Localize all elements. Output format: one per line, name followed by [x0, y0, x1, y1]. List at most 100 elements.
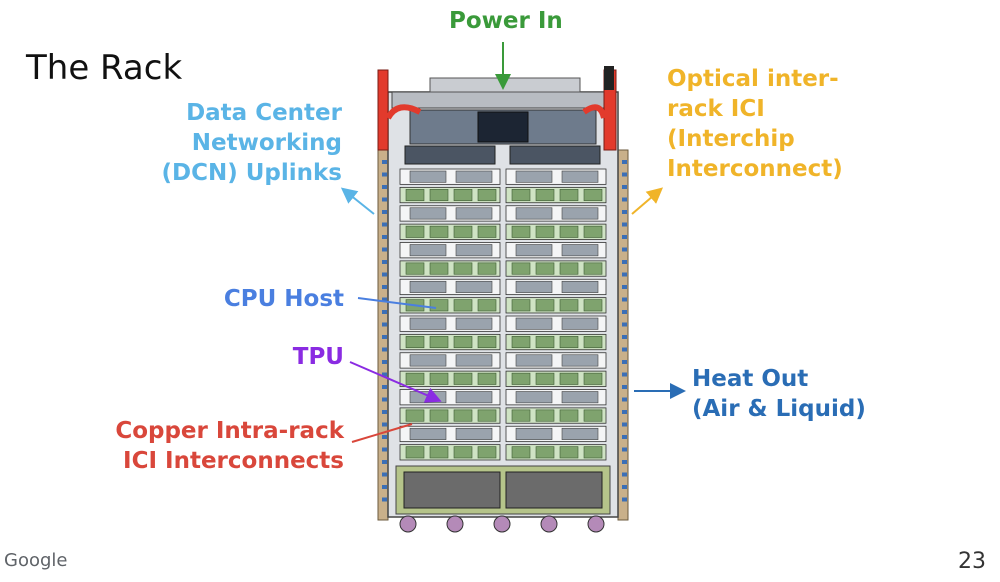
tpu-chip	[535, 372, 555, 385]
power-in-label: Power In	[449, 6, 563, 36]
side-connector	[622, 297, 627, 302]
caster-wheel	[493, 515, 511, 533]
side-connector	[382, 185, 387, 189]
tpu-chip	[583, 409, 603, 422]
side-connector	[622, 410, 627, 414]
tpu-chip	[477, 299, 497, 312]
optical-line: (Interchip	[667, 126, 795, 152]
host-port	[515, 317, 553, 330]
host-port	[515, 170, 553, 183]
tpu-chip	[477, 409, 497, 422]
side-connector	[382, 197, 387, 202]
tpu-tray	[399, 297, 501, 314]
heat-out-label: Heat Out(Air & Liquid)	[692, 364, 866, 424]
tpu-tray	[505, 297, 607, 314]
heat-out-line: Heat Out	[692, 366, 809, 392]
host-port	[561, 280, 599, 293]
tpu-chip	[453, 446, 473, 459]
tpu-chip	[559, 336, 579, 349]
tpu-tray	[399, 444, 501, 461]
left-red-cable	[385, 104, 422, 120]
side-connector	[382, 347, 387, 352]
tpu-chip	[511, 225, 531, 238]
tpu-tray	[505, 425, 607, 443]
page-number: 23	[958, 549, 986, 574]
tpu-tray	[505, 389, 607, 406]
tpu-chip	[559, 262, 579, 275]
tpu-chip	[453, 262, 473, 275]
network-switch	[477, 111, 529, 143]
tpu-chip	[405, 299, 425, 312]
side-connector	[382, 310, 387, 314]
cpu-host-line: CPU Host	[223, 286, 344, 312]
host-port	[409, 317, 447, 330]
tpu-chip	[477, 225, 497, 238]
host-port	[561, 354, 599, 367]
host-port	[455, 391, 493, 404]
side-connector	[382, 497, 387, 502]
tpu-chip	[477, 372, 497, 385]
dcn-line: (DCN) Uplinks	[161, 160, 342, 186]
tpu-chip	[583, 299, 603, 312]
side-connector	[382, 372, 387, 377]
side-connector	[622, 172, 627, 177]
side-connector	[382, 335, 387, 339]
tpu-chip	[429, 299, 449, 312]
tpu-tray	[505, 242, 607, 259]
side-connector	[382, 272, 387, 277]
tpu-tray	[505, 352, 607, 369]
tpu-chip	[535, 446, 555, 459]
tpu-tray	[505, 315, 607, 332]
tpu-chip	[511, 189, 531, 202]
tpu-chip	[559, 446, 579, 459]
side-connector	[622, 472, 627, 477]
side-connector	[382, 360, 387, 364]
tpu-chip	[535, 262, 555, 275]
tpu-chip	[405, 446, 425, 459]
tpu-chip	[405, 409, 425, 422]
tpu-tray	[505, 223, 607, 240]
side-connector	[382, 210, 387, 214]
side-connector	[622, 422, 627, 427]
caster-wheel	[540, 515, 558, 533]
tpu-chip	[511, 262, 531, 275]
side-connector	[622, 310, 627, 314]
side-connector	[382, 410, 387, 414]
side-connector	[622, 497, 627, 502]
tpu-chip	[511, 372, 531, 385]
side-connector	[622, 185, 627, 189]
side-connector	[382, 447, 387, 452]
host-port	[409, 391, 447, 404]
host-port	[515, 427, 553, 440]
tpu-chip	[559, 189, 579, 202]
tpu-label: TPU	[270, 342, 344, 372]
side-connector	[382, 172, 387, 177]
tpu-tray	[399, 333, 501, 351]
host-port	[561, 244, 599, 257]
side-connector	[622, 385, 627, 389]
tpu-tray	[399, 407, 501, 424]
side-connector	[382, 285, 387, 289]
host-port	[515, 354, 553, 367]
side-connector	[622, 460, 627, 464]
side-connector	[382, 260, 387, 264]
tpu-chip	[559, 409, 579, 422]
side-connector	[622, 322, 627, 327]
tpu-chip	[583, 446, 603, 459]
host-port	[561, 317, 599, 330]
optical-line: Interconnect)	[667, 156, 843, 182]
host-port	[409, 280, 447, 293]
tpu-chip	[429, 372, 449, 385]
host-port	[455, 354, 493, 367]
tpu-tray	[505, 333, 607, 351]
tpu-chip	[535, 409, 555, 422]
host-port	[515, 244, 553, 257]
tpu-tray	[505, 407, 607, 424]
host-port	[561, 207, 599, 220]
tpu-chip	[405, 372, 425, 385]
tpu-tray	[399, 425, 501, 443]
side-connector	[622, 435, 627, 439]
cpu-host-label: CPU Host	[200, 284, 344, 314]
side-connector	[382, 322, 387, 327]
